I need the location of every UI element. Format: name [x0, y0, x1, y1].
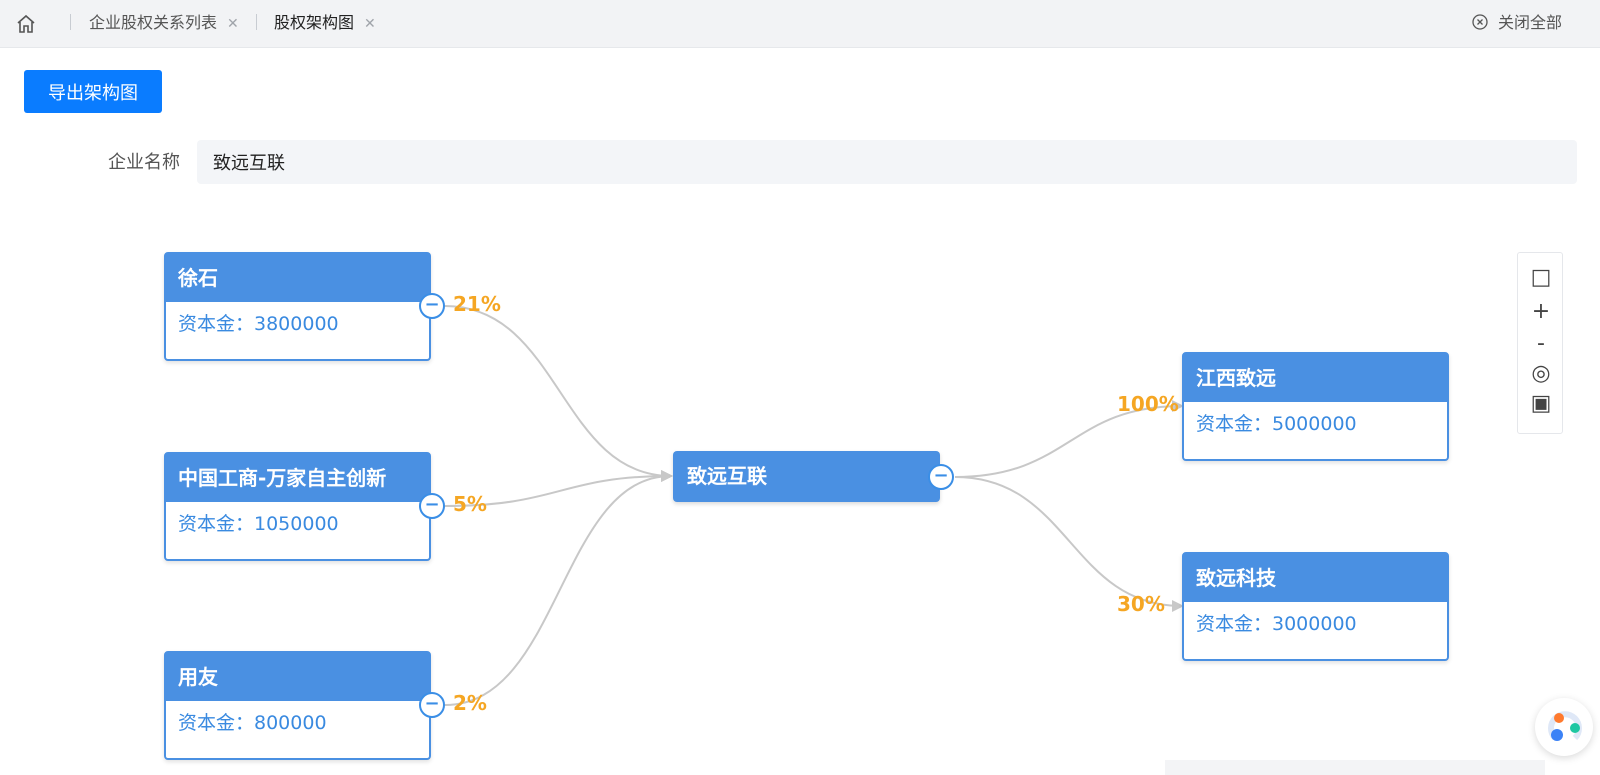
node-name: 致远互联: [687, 464, 767, 488]
tab-equity-chart[interactable]: 股权架构图 ✕: [274, 0, 376, 46]
bottom-panel-edge: [1165, 760, 1545, 775]
company-name-label: 企业名称: [108, 152, 180, 173]
edge-shareholder-3: [444, 470, 673, 706]
edge-shareholder-1: [444, 305, 673, 482]
equity-percent-label: 2%: [453, 691, 487, 715]
node-capital: 资本金：3800000: [178, 313, 339, 335]
shareholder-node[interactable]: 徐石 资本金：3800000: [164, 252, 431, 361]
reset-view-icon[interactable]: ◎: [1531, 361, 1551, 386]
collapse-button[interactable]: −: [419, 493, 445, 519]
graph-zoom-toolbar: □ + - ◎ ▣: [1517, 252, 1563, 434]
actual-size-icon[interactable]: ▣: [1530, 391, 1552, 416]
tab-equity-list[interactable]: 企业股权关系列表 ✕: [89, 0, 239, 46]
export-chart-button[interactable]: 导出架构图: [24, 70, 162, 113]
zoom-out-icon[interactable]: -: [1537, 331, 1545, 356]
close-icon[interactable]: ✕: [364, 16, 376, 32]
home-icon[interactable]: [14, 12, 38, 36]
tab-label: 股权架构图: [274, 13, 355, 32]
node-name: 江西致远: [1184, 354, 1447, 402]
node-capital: 资本金：5000000: [1196, 413, 1357, 435]
collapse-button[interactable]: −: [928, 464, 954, 490]
close-icon[interactable]: ✕: [227, 16, 239, 32]
shareholder-node[interactable]: 用友 资本金：800000: [164, 651, 431, 760]
center-company-node[interactable]: 致远互联: [673, 451, 940, 502]
tab-separator: [70, 14, 71, 30]
collapse-button[interactable]: −: [419, 692, 445, 718]
subsidiary-node[interactable]: 江西致远 资本金：5000000: [1182, 352, 1449, 461]
node-capital: 资本金：3000000: [1196, 613, 1357, 635]
company-name-input[interactable]: [197, 140, 1577, 184]
equity-percent-label: 21%: [453, 292, 501, 316]
node-name: 用友: [166, 653, 429, 701]
assistant-logo-icon: [1548, 711, 1582, 741]
close-all-label: 关闭全部: [1497, 13, 1562, 32]
collapse-button[interactable]: −: [419, 293, 445, 319]
edge-shareholder-2: [444, 470, 673, 507]
node-capital: 资本金：800000: [178, 712, 327, 734]
tab-separator: [256, 14, 257, 30]
equity-percent-label: 100%: [1117, 392, 1179, 416]
fit-view-icon[interactable]: □: [1530, 265, 1552, 290]
close-circle-icon: [1472, 14, 1488, 30]
close-all-tabs-button[interactable]: 关闭全部: [1472, 0, 1562, 46]
tab-bar: 企业股权关系列表 ✕ 股权架构图 ✕ 关闭全部: [0, 0, 1600, 48]
edge-subsidiary-2: [954, 476, 1184, 612]
subsidiary-node[interactable]: 致远科技 资本金：3000000: [1182, 552, 1449, 661]
assistant-float-button[interactable]: [1535, 698, 1593, 756]
tab-label: 企业股权关系列表: [89, 13, 218, 32]
node-name: 徐石: [166, 254, 429, 302]
node-capital: 资本金：1050000: [178, 513, 339, 535]
equity-percent-label: 30%: [1117, 592, 1165, 616]
node-name: 致远科技: [1184, 554, 1447, 602]
equity-percent-label: 5%: [453, 492, 487, 516]
shareholder-node[interactable]: 中国工商-万家自主创新 资本金：1050000: [164, 452, 431, 561]
zoom-in-icon[interactable]: +: [1531, 299, 1551, 324]
node-name: 中国工商-万家自主创新: [166, 454, 429, 502]
edge-subsidiary-1: [954, 400, 1184, 478]
